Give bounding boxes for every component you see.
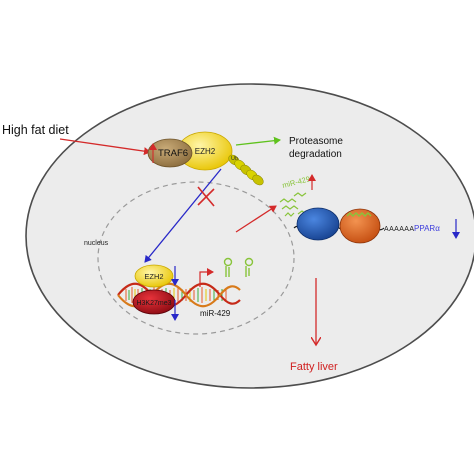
cell-membrane — [25, 83, 474, 389]
nuclear-mirna-hairpins — [223, 257, 254, 277]
nucleus-membrane — [97, 181, 295, 335]
mirna-bound-to-mrna — [346, 212, 372, 217]
ub-label: Ub — [231, 156, 238, 162]
traf6-protein — [147, 138, 193, 168]
proteasome-arrow — [235, 136, 281, 146]
proteasome-label-line1: Proteasome — [289, 136, 343, 147]
ezh2-protein-nucleus — [134, 264, 174, 288]
fatty-liver-label: Fatty liver — [290, 361, 338, 373]
nucleus-label: nucleus — [84, 240, 109, 247]
ezh2-nuclear-label: EZH2 — [144, 272, 163, 281]
ezh2-translocation-arrow — [144, 168, 222, 263]
ezh2-cytoplasm-label: EZH2 — [195, 147, 216, 156]
blocked-cross-icon — [197, 186, 215, 207]
ubiquitin-chain — [228, 154, 264, 186]
mir429-gene-label: miR-429 — [200, 309, 231, 318]
high-fat-diet-label: High fat diet — [2, 123, 69, 137]
poly-a-tail-label: AAAAAA — [384, 226, 414, 233]
ppara-label: PPARα — [414, 224, 440, 233]
transcription-start-arrow — [199, 268, 214, 287]
h3k27me3-label: H3K27me3 — [136, 300, 171, 307]
ribosome-small-subunit — [296, 207, 340, 241]
ribosome-large-subunit — [339, 208, 381, 244]
high-fat-diet-arrow — [59, 138, 151, 156]
traf6-label: TRAF6 — [158, 148, 188, 159]
mirna-export-arrow — [235, 205, 277, 233]
proteasome-label-line2: degradation — [289, 149, 342, 160]
